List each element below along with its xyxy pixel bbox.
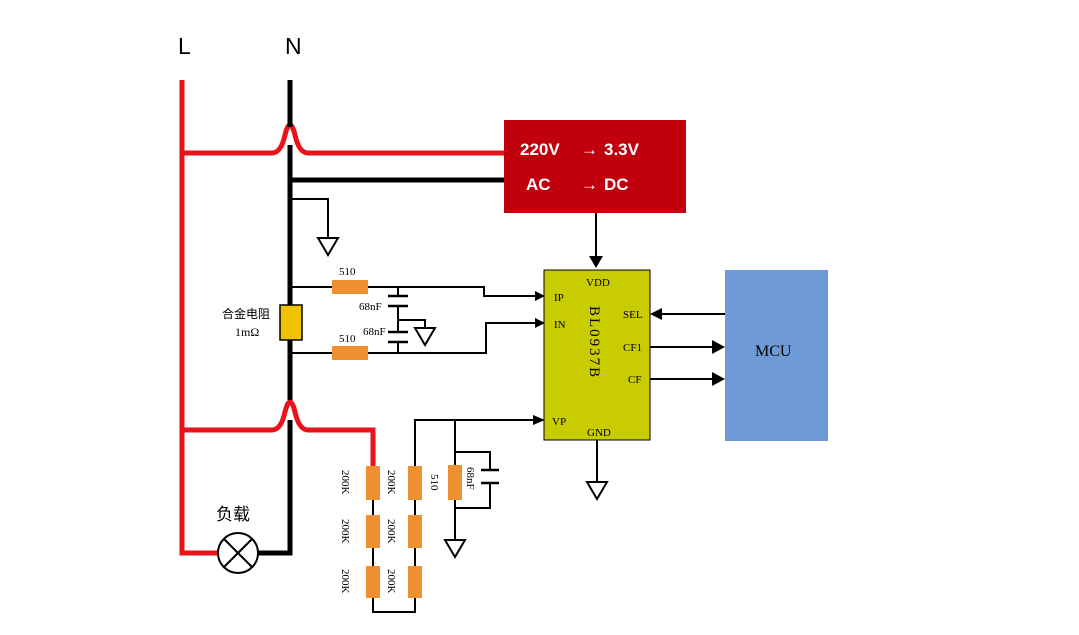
converter-block (504, 120, 686, 213)
load-lamp-icon (217, 532, 259, 574)
pin-cf-label: CF (628, 374, 641, 386)
converter-output-voltage: 3.3V (604, 140, 640, 159)
resistors (332, 280, 462, 598)
live-to-converter-wire (182, 122, 505, 156)
arrow-in (535, 318, 545, 328)
resistor-vp (448, 465, 462, 500)
capacitors (388, 294, 499, 485)
mcu-block (725, 270, 828, 441)
pin-vp-label: VP (552, 416, 566, 428)
capacitor-in-label: 68nF (363, 326, 386, 338)
shunt-value: 1mΩ (235, 325, 259, 339)
divider-right-label-2: 200K (385, 519, 397, 544)
load-label: 负载 (216, 505, 250, 525)
vp-node-wire (454, 420, 491, 509)
live-main-wire (179, 80, 218, 556)
ground-icon (443, 539, 467, 559)
in-wire (290, 322, 535, 354)
converter-output-type: DC (604, 175, 629, 194)
pin-ip-label: IP (554, 292, 564, 304)
chip-pin-labels: VDD IP IN VP GND SEL CF1 CF (552, 277, 643, 439)
neutral-bottom-wire (258, 420, 293, 556)
live-to-divider-wire (182, 399, 376, 470)
capacitor-ip (388, 294, 408, 308)
resistor-ip (332, 280, 368, 294)
pin-vdd-label: VDD (586, 277, 610, 289)
shunt-resistor (279, 304, 303, 341)
converter-input-type: AC (526, 175, 551, 194)
neutral-wires (258, 80, 505, 556)
divider-resistor-right-3 (408, 566, 422, 598)
gnd-branch-top (290, 198, 329, 238)
capacitor-vp (481, 468, 499, 485)
ground-symbols (316, 237, 609, 559)
ground-icon (585, 481, 609, 501)
pin-cf1-label: CF1 (623, 342, 642, 354)
ground-icon (316, 237, 340, 257)
pin-sel-label: SEL (623, 309, 643, 321)
resistor-ip-label: 510 (339, 266, 356, 278)
arrow-ip (535, 291, 545, 301)
divider-left-label-3: 200K (339, 569, 351, 594)
converter-input-voltage: 220V (520, 140, 560, 159)
cap-gnd-lead (398, 319, 426, 328)
resistor-in-label: 510 (339, 333, 356, 345)
divider-right-label-3: 200K (385, 569, 397, 594)
divider-resistor-left-3 (366, 566, 380, 598)
divider-left-label-1: 200K (339, 470, 351, 495)
shunt-name: 合金电阻 (222, 306, 270, 321)
arrow-vdd (589, 256, 603, 268)
live-label: L (178, 33, 191, 59)
arrow-cf1 (712, 340, 725, 354)
vp-wire (414, 419, 535, 470)
neutral-label: N (285, 33, 302, 59)
capacitor-in (388, 330, 408, 344)
resistor-vp-label: 510 (428, 474, 440, 491)
arrow-cf (712, 372, 725, 386)
divider-left-label-2: 200K (339, 519, 351, 544)
capacitor-ip-label: 68nF (359, 301, 382, 313)
divider-resistor-right-1 (408, 466, 422, 500)
divider-resistor-right-2 (408, 515, 422, 548)
divider-resistor-left-1 (366, 466, 380, 500)
pin-gnd-label: GND (587, 427, 611, 439)
chip-name: BL0937B (586, 306, 602, 379)
arrow-sel (650, 308, 662, 320)
capacitor-vp-label: 68nF (464, 467, 476, 490)
mcu-label: MCU (755, 343, 792, 360)
divider-resistor-left-2 (366, 515, 380, 548)
signal-wires (290, 198, 725, 613)
resistor-in (332, 346, 368, 360)
component-labels: 510 510 68nF 68nF 510 68nF 200K 200K 200… (339, 266, 476, 594)
pin-in-label: IN (554, 319, 566, 331)
arrow-vp (533, 415, 545, 425)
arrowheads (533, 256, 725, 425)
converter-text: 220V → 3.3V AC → DC (520, 140, 640, 194)
converter-arrow: → (581, 175, 598, 194)
divider-right-label-1: 200K (385, 470, 397, 495)
converter-arrow: → (581, 140, 598, 159)
divider-links (372, 500, 416, 613)
ip-wire (290, 286, 535, 297)
chip-block (543, 269, 651, 441)
ground-icon (413, 327, 437, 347)
